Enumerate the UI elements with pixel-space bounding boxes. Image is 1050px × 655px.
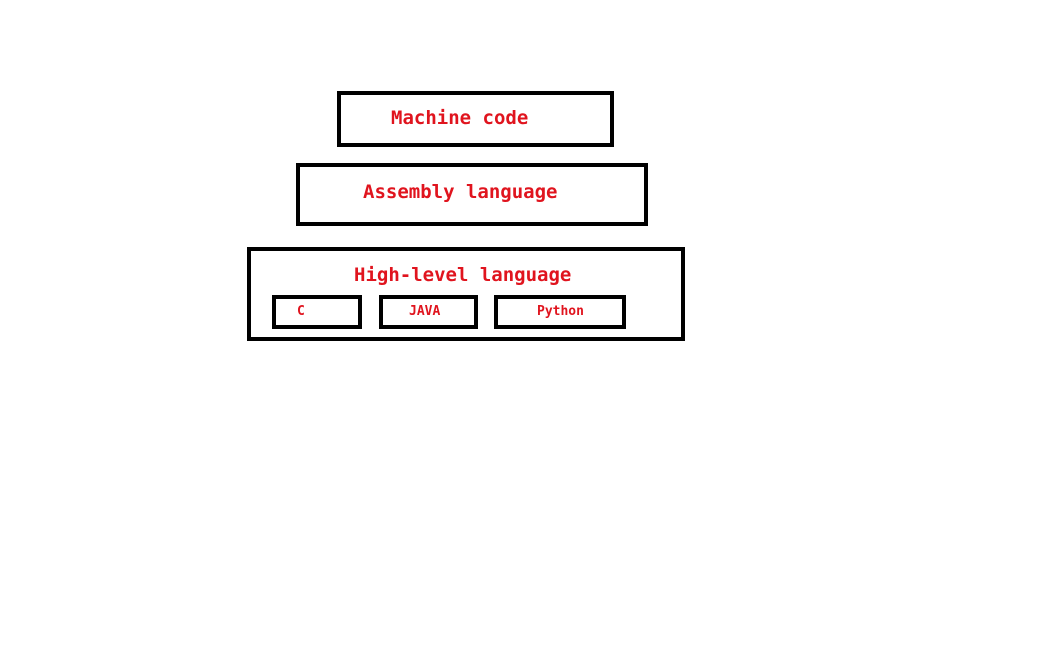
high-level-language-label: High-level language [354, 264, 572, 286]
python-language-box [494, 295, 626, 329]
python-language-label: Python [537, 304, 584, 319]
assembly-language-box [296, 163, 648, 226]
c-language-box [272, 295, 362, 329]
machine-code-label: Machine code [391, 107, 529, 129]
java-language-box [379, 295, 478, 329]
machine-code-box [337, 91, 614, 147]
c-language-label: C [297, 304, 305, 319]
java-language-label: JAVA [409, 304, 441, 319]
assembly-language-label: Assembly language [363, 181, 558, 203]
